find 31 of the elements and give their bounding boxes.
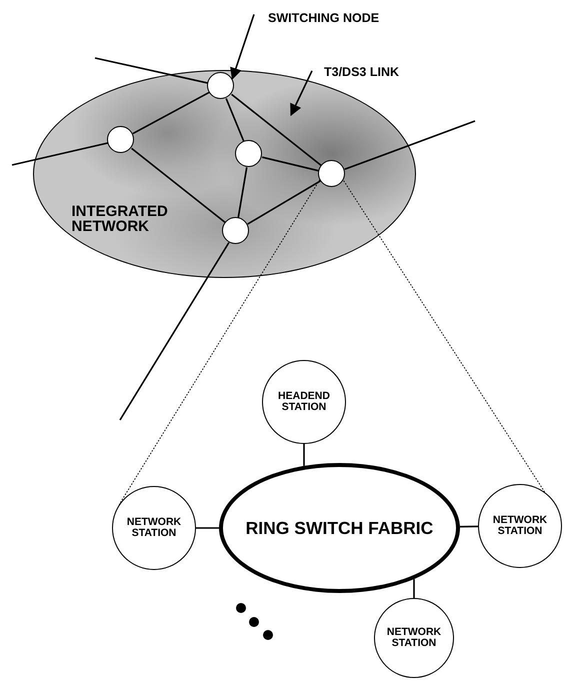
station-circle: NETWORK STATION xyxy=(478,484,562,568)
link-line xyxy=(247,180,321,225)
area-label: INTEGRATED NETWORK xyxy=(72,204,169,234)
switching-node-circle xyxy=(222,217,249,244)
station-circle: HEADEND STATION xyxy=(262,360,346,444)
link-line xyxy=(196,527,219,529)
link-line xyxy=(132,92,210,134)
link-line xyxy=(344,120,476,170)
link-line xyxy=(237,167,248,218)
callout-label: T3/DS3 LINK xyxy=(312,66,412,82)
switching-node-circle xyxy=(207,72,234,99)
switching-node-circle xyxy=(107,126,134,153)
link-line xyxy=(131,148,226,224)
station-circle: NETWORK STATION xyxy=(112,486,196,570)
link-line xyxy=(225,98,245,142)
link-line xyxy=(94,57,208,84)
projection-line xyxy=(343,180,546,492)
link-line xyxy=(12,142,108,166)
link-line xyxy=(413,579,415,598)
station-circle: NETWORK STATION xyxy=(374,598,454,678)
link-line xyxy=(262,156,320,172)
link-line xyxy=(303,444,305,466)
callout-label: SWITCHING NODE xyxy=(254,12,394,28)
projection-line xyxy=(118,179,320,505)
link-line xyxy=(231,94,322,166)
ring-ellipse: RING SWITCH FABRIC xyxy=(219,463,460,593)
arrow xyxy=(230,14,255,80)
link-line xyxy=(460,526,478,528)
switching-node-circle xyxy=(235,140,262,167)
link-line xyxy=(119,242,230,420)
switching-node-circle xyxy=(318,160,345,187)
